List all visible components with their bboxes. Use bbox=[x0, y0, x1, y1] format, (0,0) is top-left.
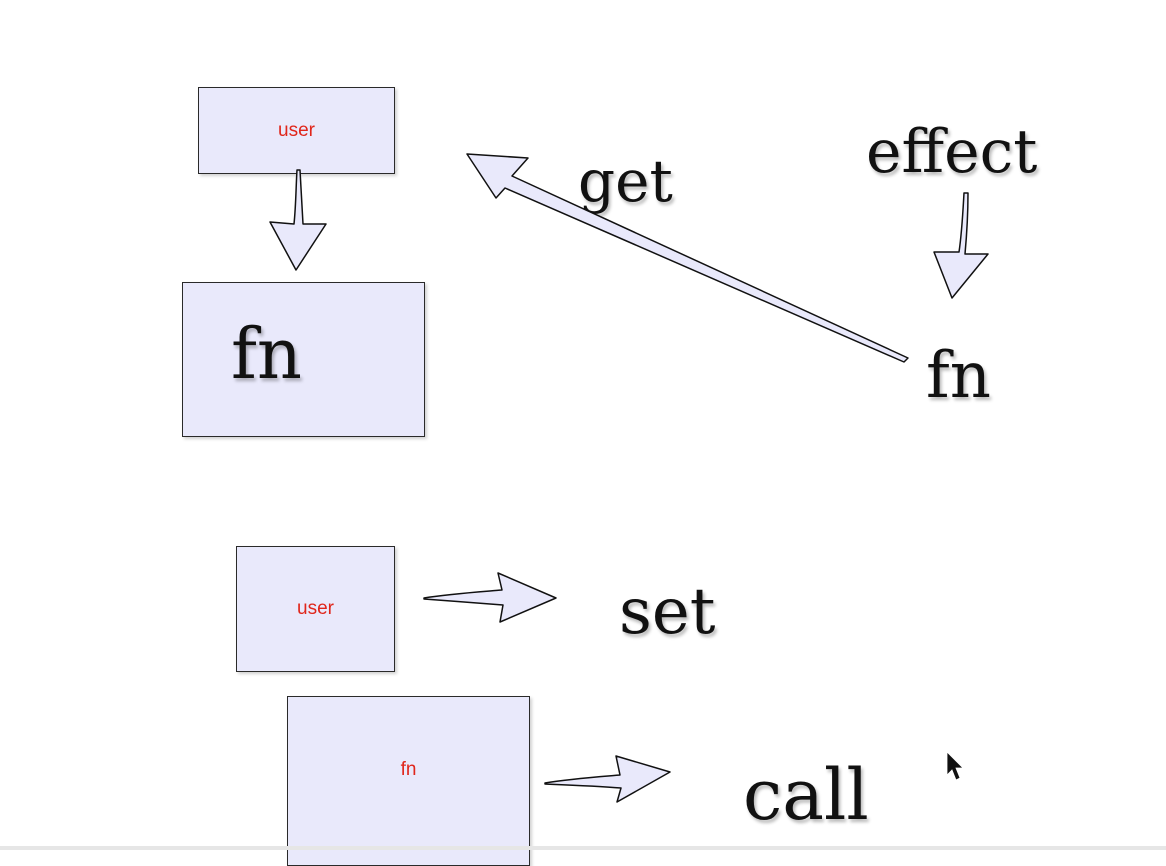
user-box-top-label: user bbox=[278, 119, 315, 141]
fn-box-bottom-label: fn bbox=[400, 759, 417, 780]
set-label: set bbox=[619, 575, 716, 649]
arrow-effect-to-fn bbox=[933, 192, 989, 299]
get-label: get bbox=[578, 147, 673, 215]
fn-label-right: fn bbox=[926, 339, 991, 413]
fn-box-top-label: fn bbox=[231, 312, 302, 395]
call-label: call bbox=[743, 754, 869, 836]
fn-box-top: fn bbox=[182, 282, 425, 437]
arrow-user-to-fn bbox=[269, 169, 327, 271]
arrow-fn-to-user-get bbox=[466, 153, 909, 363]
user-box-bottom-label: user bbox=[297, 598, 334, 619]
bottom-divider bbox=[0, 846, 1166, 850]
user-box-top: user bbox=[198, 87, 395, 174]
arrow-fn-to-call bbox=[544, 755, 671, 803]
arrow-user-to-set bbox=[423, 572, 557, 623]
mouse-cursor-icon bbox=[946, 751, 964, 781]
effect-label: effect bbox=[866, 117, 1038, 187]
fn-box-bottom: fn bbox=[287, 696, 530, 866]
user-box-bottom: user bbox=[236, 546, 395, 672]
